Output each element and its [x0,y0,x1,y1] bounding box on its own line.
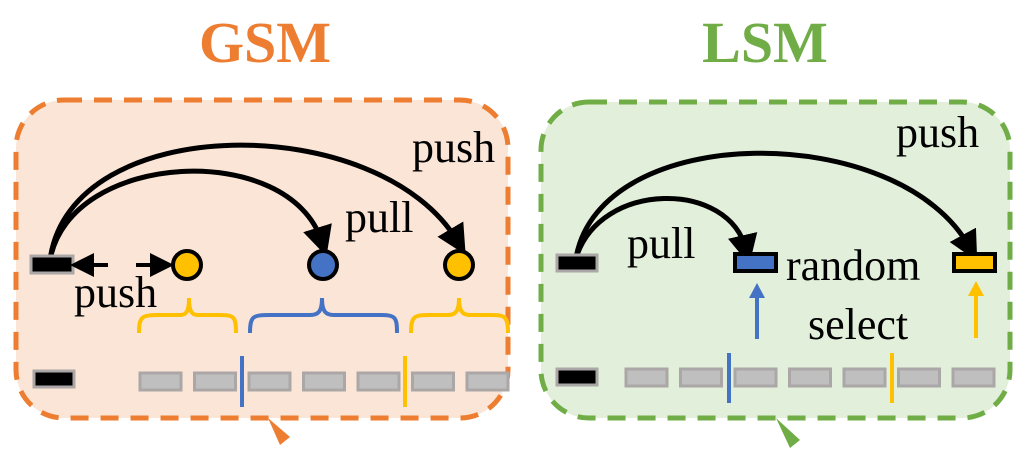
lsm-pull-arc [573,196,758,265]
gsm-segment-block [465,371,510,392]
gsm-global-model-block [32,369,76,389]
gsm-segment-row [138,371,510,392]
lsm-selected-yellow-block [952,252,997,273]
lsm-segment-block [679,367,723,388]
lsm-push-arc [573,150,978,262]
lsm-local-model-block [555,253,599,273]
gsm-brace-blue [248,297,399,334]
gsm-segment-block [411,371,455,392]
lsm-select-label: select [808,300,908,349]
gsm-centroid-blue [307,249,339,281]
gsm-push-arc [47,142,466,261]
gsm-panel: GSM push pull push [13,10,511,445]
gsm-segment-block [138,371,183,392]
lsm-select-arrowhead-blue [749,283,765,298]
lsm-segment-row [624,367,996,388]
gsm-push-local-label: push [74,268,157,317]
lsm-segment-block [842,367,887,388]
lsm-callout-tail [776,418,800,448]
gsm-local-model-block [29,254,75,275]
lsm-segment-block [951,367,996,388]
lsm-select-arrowhead-yellow [968,281,984,296]
gsm-centroid-yellow-1 [171,249,203,281]
lsm-random-label: random [786,241,920,290]
gsm-brace-yellow-2 [409,297,510,334]
gsm-centroid-yellow-2 [443,249,475,281]
gsm-push-label: push [412,123,495,172]
gsm-brace-yellow-1 [137,297,238,334]
lsm-title: LSM [702,10,828,75]
gsm-title: GSM [199,10,331,75]
gsm-segment-block [193,371,237,392]
gsm-pull-label: pull [345,193,413,242]
lsm-segment-block [733,367,778,388]
lsm-panel: LSM push pull random select [538,10,1013,448]
gsm-segment-block [356,371,401,392]
lsm-global-model-block [555,367,599,387]
gsm-segment-block [302,371,346,392]
lsm-push-label: push [896,108,979,157]
gsm-callout-tail [268,418,290,445]
lsm-segment-block [788,367,832,388]
lsm-selected-blue-block [733,252,778,273]
lsm-segment-block [897,367,941,388]
gsm-pull-arc [47,168,332,261]
lsm-pull-label: pull [627,219,695,268]
gsm-segment-block [247,371,292,392]
lsm-segment-block [624,367,669,388]
